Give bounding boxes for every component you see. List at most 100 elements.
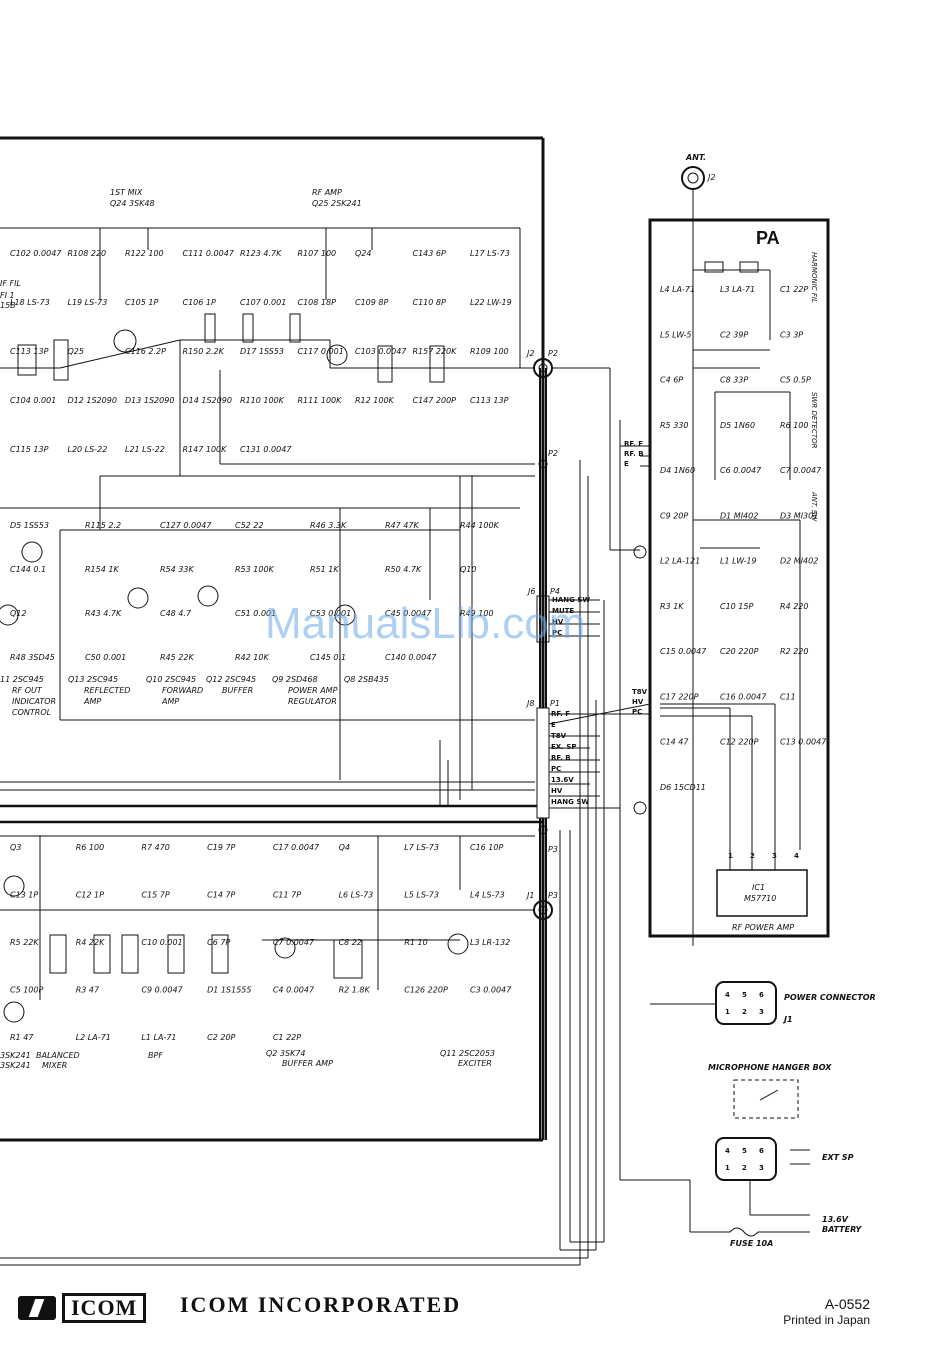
component-top-1: R108 220 — [68, 249, 107, 258]
component-top-8: L17 LS-73 — [470, 249, 510, 258]
j2-label: J2 — [525, 349, 534, 358]
battery-label: BATTERY — [822, 1225, 863, 1234]
component-pa-27: C17 220P — [660, 692, 699, 701]
power-connector-ref: J1 — [782, 1015, 793, 1024]
component-top-19: Q25 — [68, 347, 84, 356]
component-bottom-0: Q3 — [10, 843, 21, 852]
rf-out-label: RF OUT — [12, 686, 43, 695]
component-top-28: D12 1S2090 — [68, 396, 117, 405]
p1-pin-2: T8V — [551, 732, 567, 740]
component-pa-25: C20 220P — [720, 647, 759, 656]
component-bottom-23: L3 LR-132 — [470, 938, 510, 947]
component-pa-15: C9 20P — [660, 511, 688, 520]
component-top-29: D13 1S2090 — [125, 396, 174, 405]
if-fil-part: 15B — [0, 301, 16, 310]
component-pa-5: C3 3P — [780, 330, 803, 339]
icom-logo: ICOM — [18, 1293, 147, 1323]
q9-func: POWER AMP — [288, 686, 338, 695]
component-pa-13: C6 0.0047 — [720, 466, 762, 475]
p1-pin-0: RF. F — [551, 710, 570, 718]
power-pin-0: 4 — [725, 991, 730, 999]
p3-label: P3 — [548, 845, 558, 854]
power-pin-3: 1 — [725, 1008, 730, 1016]
q12-label: Q12 2SC945 — [206, 675, 256, 684]
component-top-4: R123 4.7K — [240, 249, 282, 258]
icom-logo-text: ICOM — [62, 1293, 147, 1323]
pa-power-0: T8V — [632, 688, 648, 696]
component-mid-13: Q10 — [460, 565, 476, 574]
p1-pin-1: E — [551, 721, 556, 729]
battery-voltage-label: 13.6V — [822, 1215, 849, 1224]
component-pa-6: C4 6P — [660, 376, 683, 385]
ic1-pin-1: 2 — [750, 852, 755, 860]
component-pa-12: D4 1N60 — [660, 466, 695, 475]
component-pa-0: L4 LA-71 — [660, 285, 695, 294]
rf-amp-label: RF AMP — [312, 188, 342, 197]
component-bottom-5: Q4 — [339, 843, 350, 852]
component-top-40: C131 0.0047 — [240, 445, 292, 454]
power-connector-label: POWER CONNECTOR — [784, 993, 876, 1002]
component-bottom-1: R6 100 — [76, 843, 104, 852]
p1-pin-8: HANG SW — [551, 798, 589, 806]
q10-func: FORWARD — [162, 686, 203, 695]
component-mid-4: R46 3.3K — [310, 521, 347, 530]
component-mid-1: R115 2.2 — [85, 521, 121, 530]
component-top-6: Q24 — [355, 249, 371, 258]
component-pa-8: C5 0.5P — [780, 376, 811, 385]
pa-power-1: HV — [632, 698, 644, 706]
component-bottom-26: C9 0.0047 — [141, 986, 183, 995]
component-mid-11: R51 1K — [310, 565, 339, 574]
component-pa-18: L2 LA-121 — [660, 557, 700, 566]
if-fil-label: IF FIL — [0, 279, 21, 288]
mic-pin-2: 6 — [759, 1147, 764, 1155]
printed-note: Printed in Japan — [783, 1313, 870, 1327]
p4-pin-3: PC — [552, 629, 562, 637]
component-top-32: R111 100K — [298, 396, 343, 405]
p1-pin-6: 13.6V — [551, 776, 574, 784]
sk241-b: 3SK241 — [0, 1061, 31, 1070]
company-name: ICOM INCORPORATED — [180, 1292, 462, 1317]
component-top-23: C117 0.001 — [298, 347, 344, 356]
q13-func2: AMP — [83, 697, 101, 706]
component-top-12: C106 1P — [183, 298, 216, 307]
q10-label: Q10 2SC945 — [146, 675, 196, 684]
pa-power-2: PC — [632, 708, 642, 716]
component-mid-17: C51 0.001 — [235, 609, 276, 618]
component-mid-14: Q12 — [10, 609, 26, 618]
component-bottom-31: C3 0.0047 — [470, 986, 512, 995]
q11-func: EXCITER — [458, 1059, 492, 1068]
component-bottom-24: C5 100P — [10, 986, 43, 995]
component-top-27: C104 0.001 — [10, 396, 56, 405]
component-bottom-32: R1 47 — [10, 1033, 34, 1042]
q12-func: BUFFER — [222, 686, 253, 695]
component-top-34: C147 200P — [413, 396, 457, 405]
harmonic-fil-label: HARMONIC FIL — [810, 252, 818, 303]
component-mid-6: R44 100K — [460, 521, 500, 530]
component-pa-19: L1 LW-19 — [720, 557, 757, 566]
component-bottom-12: C11 7P — [273, 891, 301, 900]
sk241-a: 3SK241 — [0, 1051, 31, 1060]
power-pin-4: 2 — [742, 1008, 747, 1016]
component-top-2: R122 100 — [125, 249, 164, 258]
component-top-0: C102 0.0047 — [10, 249, 62, 258]
component-pa-24: C15 0.0047 — [660, 647, 707, 656]
ic1-pin-3: 4 — [794, 852, 799, 860]
component-pa-14: C7 0.0047 — [780, 466, 822, 475]
component-bottom-33: L2 LA-71 — [76, 1033, 111, 1042]
component-pa-2: C1 22P — [780, 285, 808, 294]
control-label: CONTROL — [12, 708, 51, 717]
component-top-18: C113 13P — [10, 347, 49, 356]
pa-input-0: RF. F — [624, 440, 643, 448]
ant-label: ANT. — [685, 153, 706, 162]
component-bottom-14: L5 LS-73 — [404, 891, 439, 900]
component-bottom-13: L6 LS-73 — [339, 891, 374, 900]
component-mid-9: R54 33K — [160, 565, 194, 574]
component-bottom-4: C17 0.0047 — [273, 843, 320, 852]
p2-label: P2 — [548, 349, 558, 358]
component-bottom-17: R4 22K — [76, 938, 105, 947]
component-mid-0: D5 1SS53 — [10, 521, 49, 530]
component-pa-22: C10 15P — [720, 602, 753, 611]
component-pa-21: R3 1K — [660, 602, 684, 611]
q2-label: Q2 3SK74 — [266, 1049, 306, 1058]
